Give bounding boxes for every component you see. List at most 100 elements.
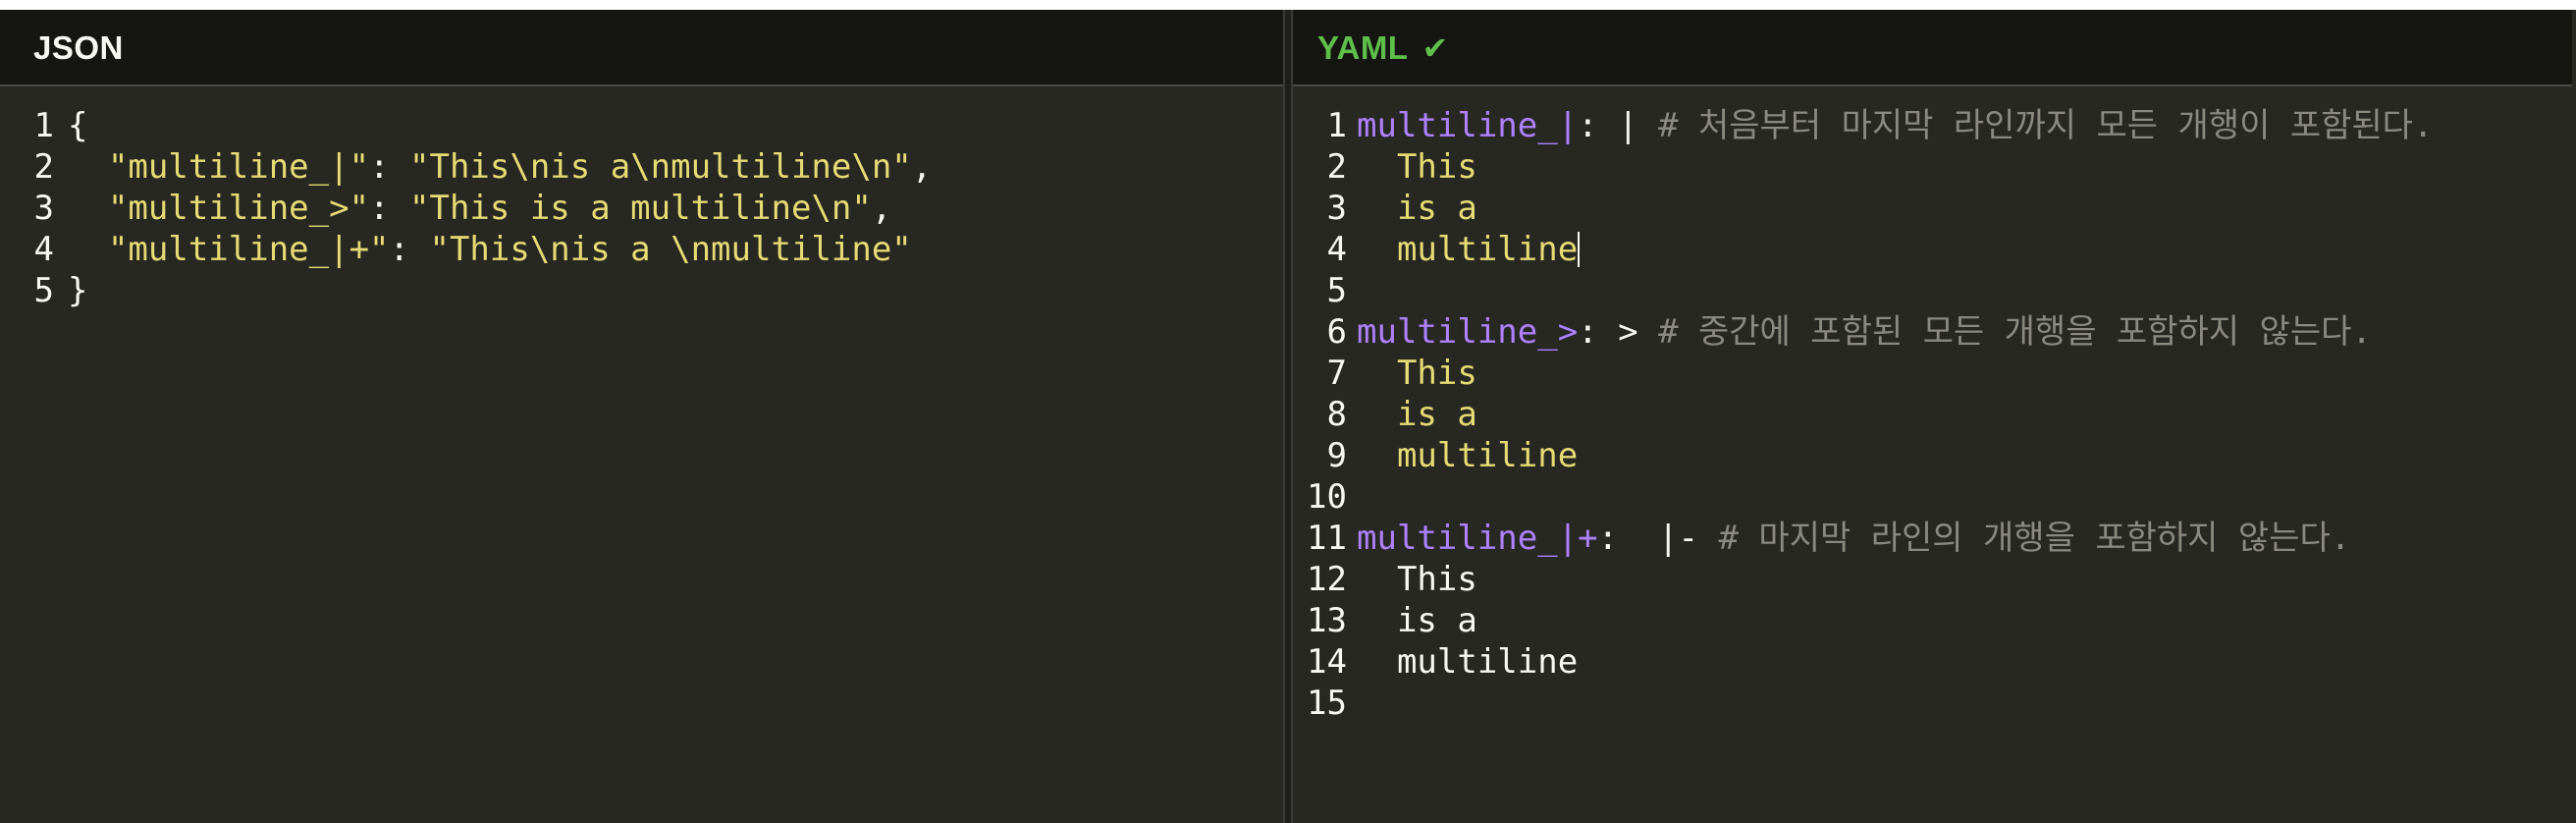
- line-text: This: [1357, 353, 1477, 394]
- code-token: {: [68, 106, 88, 145]
- line-text: multiline: [1357, 641, 1578, 683]
- code-token: multiline_>: [1357, 312, 1579, 352]
- line-number: 3: [1326, 189, 1347, 228]
- code-line[interactable]: 11 multiline_|+: |- # 마지막 라인의 개행을 포함하지 않는…: [1293, 518, 2572, 559]
- line-text: is a: [1357, 394, 1477, 435]
- line-text: "multiline_|": "This\nis a\nmultiline\n"…: [68, 146, 932, 188]
- line-number: 12: [1307, 560, 1347, 599]
- code-line[interactable]: 15: [1293, 683, 2572, 724]
- code-token: [68, 147, 108, 187]
- code-line[interactable]: 9 multiline: [1293, 435, 2572, 476]
- json-pane-title: JSON: [33, 29, 124, 66]
- pane-divider[interactable]: [1283, 10, 1293, 823]
- code-line[interactable]: 13 is a: [1293, 600, 2572, 641]
- line-number: 1: [1326, 106, 1347, 145]
- code-line[interactable]: 1 multiline_|: | # 처음부터 마지막 라인까지 모든 개행이 포…: [1293, 105, 2572, 146]
- code-line[interactable]: 5}: [0, 270, 1283, 311]
- line-number: 6: [1326, 312, 1347, 352]
- line-text: multiline: [1357, 229, 1581, 270]
- code-token: "This\nis a \nmultiline": [429, 230, 912, 269]
- code-token: # 처음부터 마지막 라인까지 모든 개행이 포함된다.: [1658, 106, 2434, 145]
- line-number: 3: [33, 189, 54, 228]
- json-code-editor[interactable]: 1{2 "multiline_|": "This\nis a\nmultilin…: [0, 105, 1283, 311]
- yaml-code-editor[interactable]: 1 multiline_|: | # 처음부터 마지막 라인까지 모든 개행이 포…: [1293, 105, 2572, 724]
- line-number: 10: [1307, 477, 1347, 517]
- line-number: 5: [1326, 271, 1347, 310]
- code-token: is a: [1357, 601, 1477, 640]
- yaml-title-text: YAML: [1317, 29, 1409, 66]
- code-token: ,: [911, 147, 933, 187]
- code-token: : |: [1578, 106, 1659, 145]
- code-token: "multiline_|": [107, 147, 370, 187]
- line-number: 8: [1326, 395, 1347, 434]
- code-line[interactable]: 14 multiline: [1293, 641, 2572, 683]
- code-line[interactable]: 8 is a: [1293, 394, 2572, 435]
- code-line[interactable]: 4 multiline: [1293, 229, 2572, 270]
- code-token: This: [1357, 147, 1477, 187]
- line-text: multiline_|+: |- # 마지막 라인의 개행을 포함하지 않는다.: [1357, 518, 2350, 559]
- code-line[interactable]: 3 "multiline_>": "This is a multiline\n"…: [0, 188, 1283, 229]
- line-number: 11: [1307, 519, 1347, 558]
- line-number: 4: [33, 230, 54, 269]
- code-token: multiline: [1357, 230, 1579, 269]
- editor-app: JSON 1{2 "multiline_|": "This\nis a\nmul…: [0, 10, 2576, 823]
- code-line[interactable]: 3 is a: [1293, 188, 2572, 229]
- line-text: {: [68, 105, 87, 146]
- code-token: [68, 230, 108, 269]
- code-token: multiline: [1357, 436, 1579, 475]
- code-token: # 마지막 라인의 개행을 포함하지 않는다.: [1718, 519, 2351, 558]
- line-number: 1: [33, 106, 54, 145]
- code-line[interactable]: 12 This: [1293, 559, 2572, 600]
- code-token: "multiline_>": [107, 189, 370, 228]
- code-token: multiline_|+: [1357, 519, 1598, 558]
- code-line[interactable]: 7 This: [1293, 353, 2572, 394]
- yaml-pane-title: YAML ✔: [1317, 29, 1449, 67]
- code-line[interactable]: 10: [1293, 476, 2572, 518]
- code-token: ,: [871, 189, 892, 228]
- code-line[interactable]: 4 "multiline_|+": "This\nis a \nmultilin…: [0, 229, 1283, 270]
- check-icon: ✔: [1422, 29, 1449, 67]
- line-number: 2: [1326, 147, 1347, 187]
- code-token: "This\nis a\nmultiline\n": [409, 147, 912, 187]
- code-token: This: [1357, 354, 1477, 393]
- json-pane-header: JSON: [0, 10, 1283, 86]
- line-text: is a: [1357, 600, 1477, 641]
- code-token: :: [389, 230, 430, 269]
- json-pane: JSON 1{2 "multiline_|": "This\nis a\nmul…: [0, 10, 1283, 823]
- line-text: This: [1357, 146, 1477, 188]
- code-token: multiline: [1357, 642, 1579, 682]
- line-number: 5: [33, 271, 54, 310]
- line-text: multiline_>: > # 중간에 포함된 모든 개행을 포함하지 않는다…: [1357, 311, 2372, 353]
- code-token: is a: [1357, 395, 1477, 434]
- code-token: :: [369, 189, 410, 228]
- line-number: 4: [1326, 230, 1347, 269]
- code-line[interactable]: 1{: [0, 105, 1283, 146]
- line-text: }: [68, 270, 87, 311]
- code-token: : >: [1578, 312, 1659, 352]
- code-token: This: [1357, 560, 1477, 599]
- text-cursor: [1578, 232, 1581, 267]
- line-number: 15: [1307, 684, 1347, 723]
- code-token: : |-: [1597, 519, 1719, 558]
- code-line[interactable]: 5: [1293, 270, 2572, 311]
- line-number: 9: [1326, 436, 1347, 475]
- code-token: "This is a multiline\n": [409, 189, 872, 228]
- line-text: multiline: [1357, 435, 1578, 476]
- code-token: }: [68, 271, 88, 310]
- code-line[interactable]: 2 "multiline_|": "This\nis a\nmultiline\…: [0, 146, 1283, 188]
- line-number: 13: [1307, 601, 1347, 640]
- line-text: "multiline_|+": "This\nis a \nmultiline": [68, 229, 912, 270]
- yaml-pane-header: YAML ✔: [1293, 10, 2572, 86]
- yaml-pane: YAML ✔ 1 multiline_|: | # 처음부터 마지막 라인까지 모든…: [1293, 10, 2572, 823]
- code-token: is a: [1357, 189, 1477, 228]
- code-line[interactable]: 2 This: [1293, 146, 2572, 188]
- line-text: "multiline_>": "This is a multiline\n",: [68, 188, 891, 229]
- code-token: multiline_|: [1357, 106, 1579, 145]
- code-token: "multiline_|+": [107, 230, 390, 269]
- line-text: This: [1357, 559, 1477, 600]
- line-text: is a: [1357, 188, 1477, 229]
- line-number: 14: [1307, 642, 1347, 682]
- code-token: # 중간에 포함된 모든 개행을 포함하지 않는다.: [1658, 312, 2372, 352]
- line-number: 2: [33, 147, 54, 187]
